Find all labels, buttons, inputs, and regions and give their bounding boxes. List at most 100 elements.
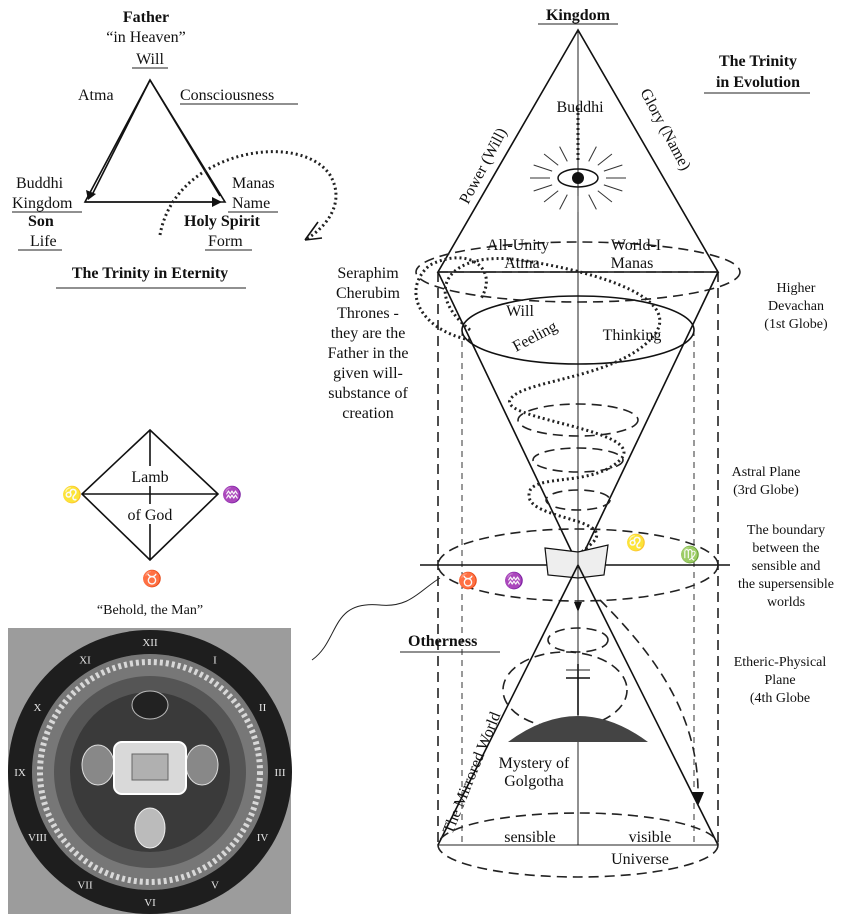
eye-ray xyxy=(598,191,612,202)
eye-ray xyxy=(534,165,552,171)
engraving-numeral: V xyxy=(211,880,219,892)
engraving-numeral: II xyxy=(259,702,267,714)
label-evolution-atma: Atma xyxy=(504,255,540,272)
boundary-line-1: The boundary xyxy=(747,523,825,538)
label-evolution-kingdom: Kingdom xyxy=(546,7,611,24)
behold-the-man-caption: “Behold, the Man” xyxy=(97,603,203,618)
engraving-ox xyxy=(186,745,218,785)
engraving-man xyxy=(135,808,165,848)
label-visible: visible xyxy=(629,829,672,846)
label-mystery-of: Mystery of xyxy=(499,755,570,772)
axis-arrowhead xyxy=(574,602,582,612)
evolution-title-line1: The Trinity xyxy=(719,53,797,70)
engraving-numeral: X xyxy=(33,702,41,714)
higher-line-2: Devachan xyxy=(768,299,824,314)
engraving-numeral: VI xyxy=(144,897,156,909)
lower-ring-2 xyxy=(503,652,627,728)
note-line-3: Thrones - xyxy=(337,305,399,322)
boundary-line-5: worlds xyxy=(767,595,805,610)
eye-ray xyxy=(604,185,622,191)
eye-ray xyxy=(560,147,568,162)
label-form: Form xyxy=(208,233,243,250)
etheric-line-3: (4th Globe xyxy=(750,691,810,706)
plane-notes: Higher Devachan (1st Globe) Astral Plane… xyxy=(732,281,834,706)
engraving-numeral: I xyxy=(213,654,217,666)
taurus-evolution-symbol: ♉ xyxy=(458,571,478,590)
label-of-god: of God xyxy=(128,507,173,524)
eye-ray xyxy=(544,154,558,165)
trinity-evolution-diagram: Kingdom The Trinity in Evolution Buddhi … xyxy=(312,7,810,877)
higher-line-1: Higher xyxy=(777,281,816,296)
note-line-6: given will- xyxy=(333,365,403,382)
label-evolution-will: Will xyxy=(506,303,534,320)
engraving-numeral: III xyxy=(275,767,286,779)
label-otherness: Otherness xyxy=(408,633,477,650)
label-consciousness: Consciousness xyxy=(180,87,274,104)
label-manas: Manas xyxy=(232,175,275,192)
golgotha-hill xyxy=(508,716,648,742)
open-book xyxy=(545,545,608,578)
evolution-title-line2: in Evolution xyxy=(716,74,800,91)
boundary-line-3: sensible and xyxy=(752,559,821,574)
engraving-lion xyxy=(82,745,114,785)
label-universe: Universe xyxy=(611,851,669,868)
label-feeling: Feeling xyxy=(510,318,560,356)
engraving-numeral: VII xyxy=(77,880,93,892)
astral-line-2: (3rd Globe) xyxy=(733,483,799,498)
label-kingdom: Kingdom xyxy=(12,195,73,212)
virgo-evolution-symbol: ♍ xyxy=(680,545,700,564)
boundary-line-4: the supersensible xyxy=(738,577,834,592)
engraving-numeral: IV xyxy=(257,832,269,844)
engraving-lamb-figure xyxy=(132,754,168,780)
aquarius-evolution-symbol: ♒ xyxy=(504,571,524,590)
eye-ray xyxy=(589,195,597,210)
etheric-line-2: Plane xyxy=(764,673,795,688)
etheric-line-1: Etheric-Physical xyxy=(734,655,827,670)
label-in-heaven: “in Heaven” xyxy=(106,29,186,46)
label-name: Name xyxy=(232,195,270,212)
eye-pupil xyxy=(572,172,584,184)
label-son: Son xyxy=(28,213,54,230)
eye-ray xyxy=(534,185,552,191)
label-life: Life xyxy=(30,233,57,250)
arrowhead-bottom xyxy=(212,197,222,207)
note-line-7: substance of xyxy=(328,385,408,402)
engraving-eagle xyxy=(132,691,168,719)
label-mirrored-world: The Mirrored World xyxy=(440,710,504,837)
label-atma: Atma xyxy=(78,87,114,104)
label-thinking: Thinking xyxy=(603,327,662,344)
note-line-1: Seraphim xyxy=(337,265,399,282)
trinity-eternity-diagram: Father “in Heaven” Will Atma Consciousne… xyxy=(12,9,336,288)
taurus-symbol: ♉ xyxy=(142,569,162,588)
engraving-numeral: VIII xyxy=(28,832,47,844)
eye-ray xyxy=(598,154,612,165)
boundary-line-2: between the xyxy=(752,541,819,556)
higher-line-3: (1st Globe) xyxy=(764,317,828,332)
label-evolution-buddhi: Buddhi xyxy=(556,99,604,116)
eye-ray xyxy=(604,165,622,171)
descending-arrow-right xyxy=(600,600,698,800)
note-line-4: they are the xyxy=(331,325,406,342)
eye-ray xyxy=(589,147,597,162)
eye-ray xyxy=(560,195,568,210)
label-holy-spirit: Holy Spirit xyxy=(184,213,261,230)
astral-line-1: Astral Plane xyxy=(732,465,801,480)
label-will: Will xyxy=(136,51,164,68)
leo-symbol: ♌ xyxy=(62,485,82,504)
note-line-8: creation xyxy=(342,405,394,422)
note-line-2: Cherubim xyxy=(336,285,401,302)
label-world-i: World-I xyxy=(611,237,661,254)
label-evolution-manas: Manas xyxy=(611,255,654,272)
trinity-eternity-title: The Trinity in Eternity xyxy=(72,265,228,282)
note-line-5: Father in the xyxy=(328,345,409,362)
engraving-numeral: XII xyxy=(142,637,158,649)
label-golgotha: Golgotha xyxy=(504,773,564,790)
engraving-numeral: XI xyxy=(79,654,91,666)
label-glory-name: Glory (Name) xyxy=(636,86,693,174)
label-father: Father xyxy=(123,9,169,26)
label-all-unity: All-Unity xyxy=(487,237,549,254)
aquarius-symbol: ♒ xyxy=(222,485,242,504)
